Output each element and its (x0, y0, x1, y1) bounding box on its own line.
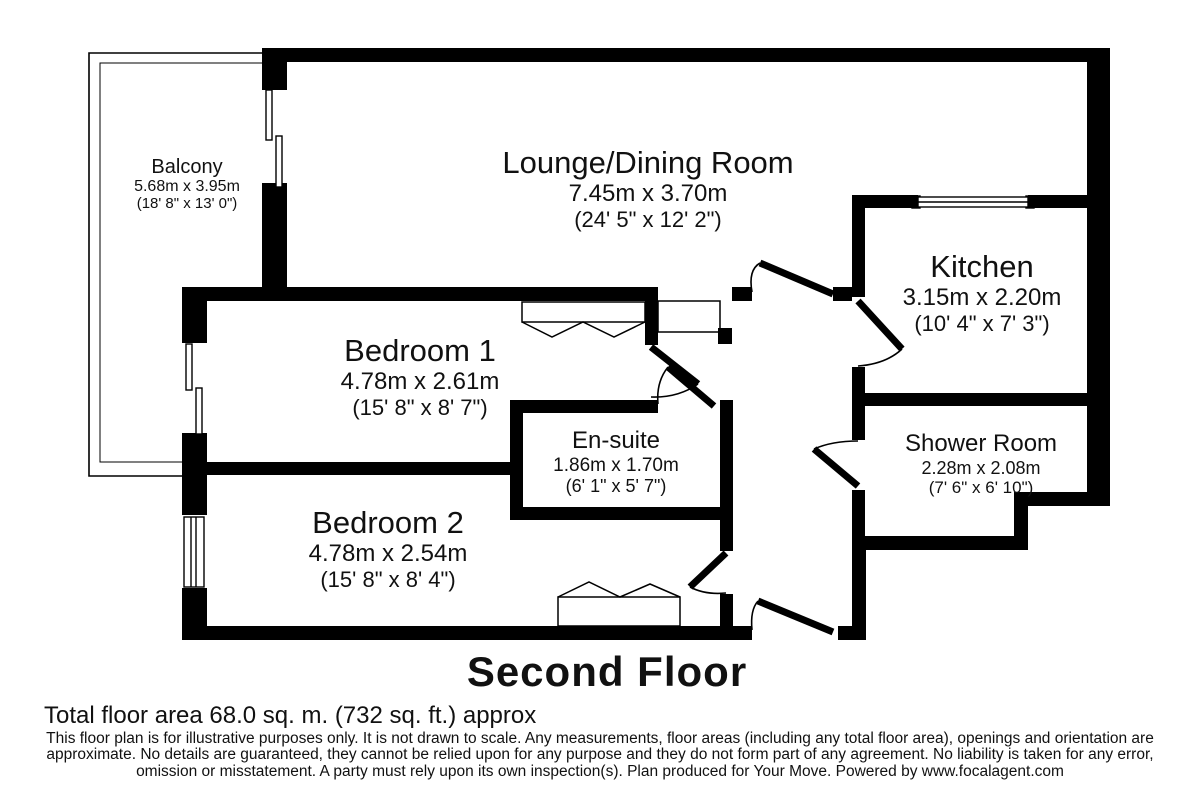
wall-segment (720, 400, 733, 520)
wall-segment (182, 462, 523, 475)
ensuite-door-icon (656, 364, 717, 409)
wall-segment (852, 195, 865, 297)
wall-segment (262, 183, 287, 287)
room-size-imperial: (15' 8" x 8' 4") (320, 566, 456, 592)
room-label-shower-room: Shower Room 2.28m x 2.08m (7' 6" x 6' 10… (861, 430, 1101, 498)
entrance-door-icon (750, 597, 835, 636)
room-name: En-suite (571, 427, 661, 454)
wall-segment (852, 195, 918, 208)
wall-segment (852, 490, 865, 536)
wall-segment (645, 287, 658, 345)
balcony-outline (88, 52, 262, 477)
room-size-imperial: (7' 6" x 6' 10") (928, 478, 1034, 498)
room-size-metric: 4.78m x 2.61m (340, 367, 500, 395)
wall-segment (182, 626, 752, 640)
room-label-bedroom-1: Bedroom 1 4.78m x 2.61m (15' 8" x 8' 7") (280, 333, 560, 420)
wall-segment (852, 393, 1110, 406)
room-label-ensuite: En-suite 1.86m x 1.70m (6' 1" x 5' 7") (516, 427, 716, 497)
room-size-imperial: (24' 5" x 12' 2") (574, 206, 722, 232)
room-size-metric: 2.28m x 2.08m (921, 457, 1041, 478)
room-size-metric: 3.15m x 2.20m (902, 283, 1062, 311)
wall-segment (510, 507, 733, 520)
windows (183, 89, 1035, 588)
room-size-imperial: (6' 1" x 5' 7") (565, 476, 667, 497)
bedroom1-balcony-slider-icon (185, 343, 203, 435)
bedroom2-window-icon (183, 516, 205, 588)
wall-segment (182, 588, 207, 640)
room-size-metric: 4.78m x 2.54m (308, 539, 468, 567)
bedroom1-door-icon (648, 344, 701, 398)
room-label-bedroom-2: Bedroom 2 4.78m x 2.54m (15' 8" x 8' 4") (248, 505, 528, 592)
bedroom2-wardrobe-icon (557, 581, 681, 627)
kitchen-window-icon (911, 195, 1035, 209)
room-size-metric: 5.68m x 3.95m (134, 178, 240, 196)
room-name: Shower Room (904, 430, 1058, 457)
room-size-imperial: (15' 8" x 8' 7") (352, 394, 488, 420)
wall-segment (852, 536, 866, 640)
kitchen-door-icon (855, 298, 905, 367)
wall-segment (720, 594, 733, 627)
room-name: Lounge/Dining Room (502, 145, 794, 180)
wall-segment (262, 48, 1110, 62)
wall-segment (1014, 492, 1110, 506)
wall-segment (1028, 195, 1110, 208)
wall-segment (1014, 492, 1028, 550)
wall-segment (510, 400, 658, 413)
room-name: Kitchen (930, 249, 1034, 284)
total-floor-area: Total floor area 68.0 sq. m. (732 sq. ft… (44, 702, 537, 729)
floor-title: Second Floor (466, 648, 748, 695)
wall-segment (510, 400, 523, 520)
wall-segment (262, 48, 287, 90)
wall-segment (1087, 48, 1110, 506)
room-label-balcony: Balcony 5.68m x 3.95m (18' 8" x 13' 0") (87, 156, 287, 213)
wardrobe-icons (521, 300, 721, 627)
bedroom2-door-icon (687, 550, 729, 595)
wall-segment (718, 328, 732, 344)
wall-segment (732, 287, 752, 301)
room-size-metric: 1.86m x 1.70m (553, 454, 679, 476)
shower-room-door-icon (811, 440, 861, 489)
room-size-imperial: (18' 8" x 13' 0") (136, 195, 238, 213)
room-label-lounge-dining: Lounge/Dining Room 7.45m x 3.70m (24' 5"… (438, 145, 858, 232)
doors (648, 259, 905, 636)
wall-segment (852, 536, 1028, 550)
room-name: Bedroom 1 (344, 333, 496, 368)
room-label-kitchen: Kitchen 3.15m x 2.20m (10' 4" x 7' 3") (852, 249, 1112, 336)
room-name: Balcony (151, 156, 223, 178)
walls (182, 48, 1110, 640)
room-size-metric: 7.45m x 3.70m (568, 179, 728, 207)
hall-cupboard-icon (657, 300, 721, 333)
wall-segment (838, 626, 866, 640)
wall-segment (833, 287, 852, 301)
lounge-balcony-slider-icon (265, 89, 283, 188)
bedroom1-wardrobe-icon (521, 301, 646, 338)
wall-segment (720, 520, 733, 551)
room-name: Bedroom 2 (312, 505, 464, 540)
disclaimer-text: This floor plan is for illustrative purp… (46, 730, 1154, 780)
room-size-imperial: (10' 4" x 7' 3") (914, 310, 1050, 336)
wall-segment (182, 287, 652, 301)
lounge-hall-door-icon (750, 259, 835, 298)
